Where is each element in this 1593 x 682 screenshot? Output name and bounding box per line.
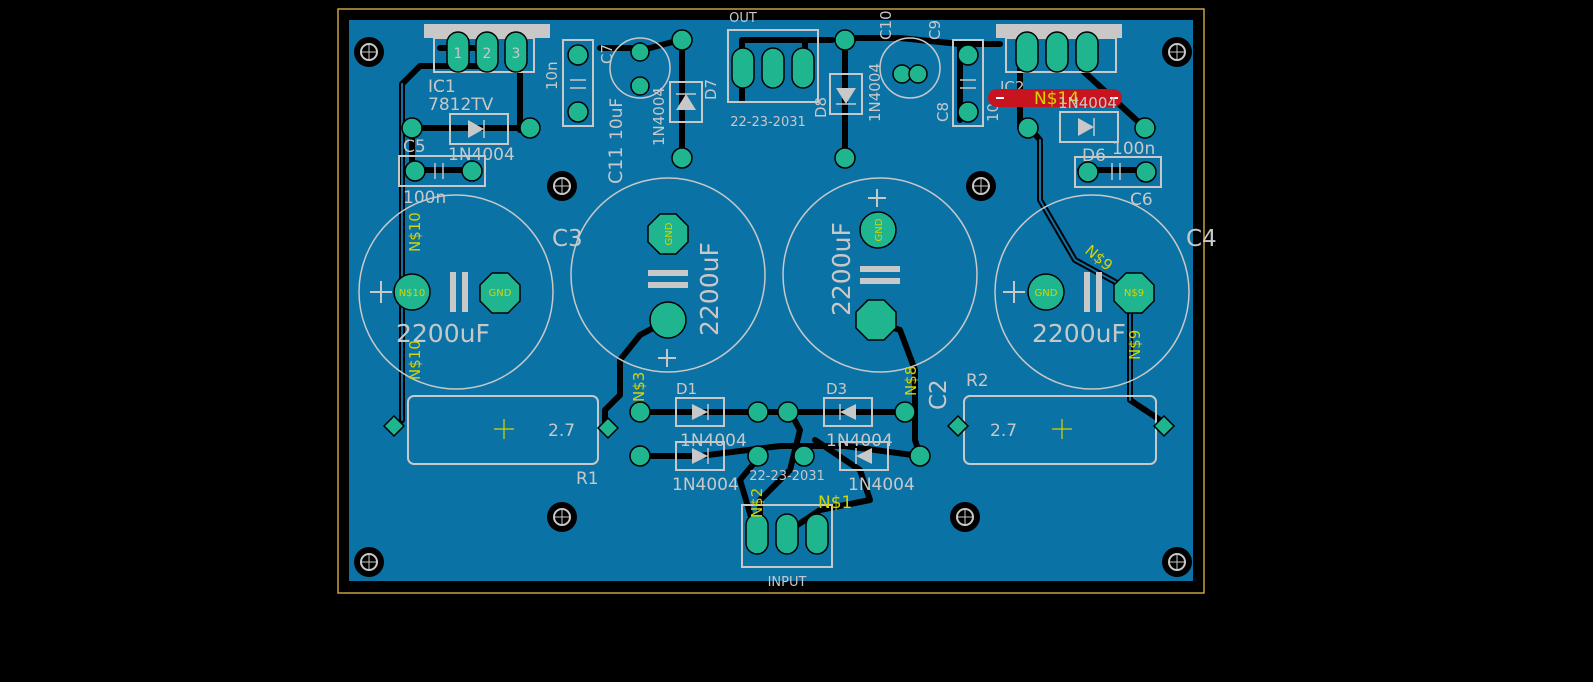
c6-label: C6: [1130, 190, 1153, 210]
c11-value: 10uF: [607, 98, 627, 140]
c11-label: C11: [605, 147, 627, 184]
ic1-part-label: 7812TV: [428, 95, 494, 115]
d1-label: D1: [676, 380, 697, 398]
d8-part: 1N4004: [866, 63, 884, 122]
mounting-holes: [354, 37, 1192, 577]
net-n8-label: N$8: [902, 366, 920, 396]
d6-label: D6: [1082, 146, 1106, 166]
input-part-label: 22-23-2031: [749, 469, 825, 484]
cap-left-gnd-pad: GND: [489, 288, 512, 299]
cap-right-gnd-pad: GND: [1035, 288, 1058, 299]
r2-label: R2: [966, 371, 989, 391]
c9-label: C9: [926, 20, 944, 40]
diode-bridge-bottom-right[interactable]: [793, 441, 931, 471]
c6-value: 100n: [1112, 139, 1155, 159]
resistor-r2[interactable]: [946, 395, 1176, 465]
capacitor-c8[interactable]: [952, 39, 984, 127]
input-label: INPUT: [768, 575, 807, 590]
resistor-r1[interactable]: [382, 395, 620, 465]
ic1-label: IC1: [428, 77, 456, 97]
board-outline: [337, 8, 1205, 594]
capacitor-c9[interactable]: [879, 37, 941, 99]
traces-inner: [401, 83, 1131, 421]
d8-label: D8: [812, 97, 830, 118]
c5-label: C5: [403, 137, 426, 157]
cap-cr-value: 2200uF: [827, 222, 856, 316]
capacitor-c11[interactable]: [609, 37, 671, 99]
out-connector[interactable]: [727, 29, 819, 103]
diode-left-top[interactable]: [401, 113, 541, 145]
r2-value: 2.7: [990, 421, 1017, 441]
out-part-label: 22-23-2031: [730, 115, 806, 130]
net-n14-part: 1N4004: [1058, 94, 1117, 112]
ic1-pin-1: 1: [454, 46, 463, 62]
ic1-regulator[interactable]: 1 2 3: [424, 24, 550, 73]
ic1-pin-2: 2: [483, 46, 492, 62]
ic2-regulator[interactable]: [996, 24, 1122, 73]
diode-d3[interactable]: [777, 397, 916, 427]
input-connector[interactable]: [741, 504, 833, 568]
r1-value: 2.7: [548, 421, 575, 441]
capacitor-c6[interactable]: [1074, 156, 1162, 188]
diode-bridge-bottom-left-part: 1N4004: [672, 475, 739, 495]
cap-left-value: 2200uF: [396, 319, 490, 348]
diode-d8[interactable]: [829, 29, 863, 169]
d7-part: 1N4004: [650, 87, 668, 146]
capacitor-left-large[interactable]: N$10 GND: [358, 194, 554, 390]
cap-right-net-pad: N$9: [1124, 288, 1144, 299]
net-n14-highlight[interactable]: [988, 89, 1122, 107]
net-n2-label: N$2: [748, 488, 766, 518]
cap-cl-gnd-pad: GND: [664, 222, 675, 245]
out-label: OUT: [729, 11, 757, 26]
r1-label: R1: [576, 469, 599, 489]
cap-right-value: 2200uF: [1032, 319, 1126, 348]
net-n1-label: N$1: [818, 493, 852, 513]
capacitor-c5[interactable]: [398, 155, 486, 187]
diode-bridge-bottom-right-part: 1N4004: [848, 475, 915, 495]
c7-value: 10n: [543, 61, 561, 90]
capacitor-c7[interactable]: [562, 39, 594, 127]
d7-label: D7: [702, 79, 720, 100]
d3-label: D3: [826, 380, 847, 398]
c4-label: C4: [1186, 226, 1217, 252]
net-n10-label-top: N$10: [406, 212, 424, 252]
diode-d6[interactable]: [1017, 111, 1156, 143]
capacitor-center-right[interactable]: GND: [782, 177, 978, 373]
capacitor-right-large[interactable]: GND N$9: [994, 194, 1190, 390]
diode-d1[interactable]: [629, 397, 769, 427]
net-n10-label-bottom: N$10: [406, 340, 424, 380]
cap-cr-gnd-pad: GND: [874, 218, 885, 241]
net-n14-label: N$14: [1034, 89, 1079, 109]
capacitor-center-left[interactable]: GND: [570, 177, 766, 373]
c8-label: C8: [934, 102, 952, 122]
c2-label: C2: [926, 379, 952, 410]
net-n3-label: N$3: [630, 372, 648, 402]
c10-label: C10: [877, 10, 895, 40]
diode-left-top-part: 1N4004: [448, 145, 515, 165]
net-n9-label-bottom: N$9: [1126, 330, 1144, 360]
ic1-pin-3: 3: [512, 46, 521, 62]
diode-d7[interactable]: [669, 29, 703, 169]
diode-bridge-bottom-left[interactable]: [629, 441, 769, 471]
cap-cl-value: 2200uF: [695, 242, 724, 336]
cap-left-net-pad: N$10: [399, 288, 426, 299]
c5-value: 100n: [403, 188, 446, 208]
